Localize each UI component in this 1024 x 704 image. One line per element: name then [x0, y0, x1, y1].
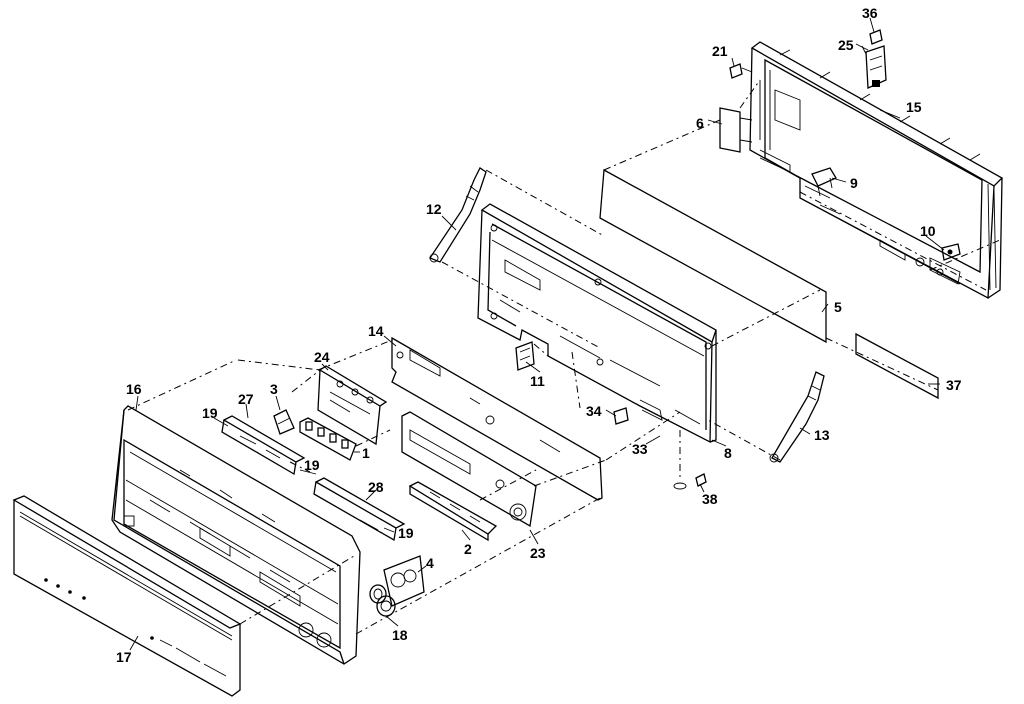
assembly-lines: [127, 79, 1001, 635]
callout-2: 2: [464, 541, 472, 557]
part-34: [613, 407, 629, 425]
part-3: [273, 409, 295, 435]
callout-27: 27: [238, 391, 254, 407]
part-16-front-bezel: [111, 405, 361, 665]
part-15-rear-frame: [749, 41, 1004, 300]
callout-10: 10: [920, 223, 936, 239]
part-1-switch-board: [299, 417, 357, 461]
callout-8: 8: [724, 445, 732, 461]
callout-14: 14: [368, 323, 384, 339]
callout-21: 21: [712, 43, 728, 59]
callout-18: 18: [392, 627, 408, 643]
part-4-18-knobs: [369, 555, 425, 617]
part-21: [729, 63, 753, 79]
part-25-36-bracket: [861, 29, 887, 89]
callout-5: 5: [834, 299, 842, 315]
callout-34: 34: [586, 403, 602, 419]
part-14-board: [391, 336, 603, 501]
callout-24: 24: [314, 349, 330, 365]
part-6-sheet: [719, 107, 753, 153]
callout-37: 37: [946, 377, 962, 393]
part-11: [515, 341, 535, 371]
part-5-window: [599, 168, 827, 344]
part-24-board: [317, 365, 388, 446]
part-38-screw: [673, 473, 707, 490]
part-10: [941, 243, 961, 261]
part-23-board: [401, 411, 537, 528]
part-37-sheet: [855, 332, 939, 400]
callout-17: 17: [116, 649, 132, 665]
callout-25: 25: [838, 37, 854, 53]
callout-11: 11: [530, 373, 545, 389]
part-27-board: [221, 415, 306, 476]
callout-12: 12: [426, 201, 442, 217]
callout-15: 15: [906, 99, 922, 115]
part-9: [811, 167, 837, 197]
callout-4: 4: [426, 555, 434, 571]
callout-labels: 36 25 21 15 6 9 12 10 5 14 24 11 37 16 3…: [116, 5, 962, 665]
callout-19a: 19: [202, 405, 218, 421]
callout-28: 28: [368, 479, 384, 495]
callout-33: 33: [632, 441, 648, 457]
part-12-handle: [429, 167, 487, 263]
leader-lines: [129, 17, 945, 651]
callout-36: 36: [862, 5, 878, 21]
callout-13: 13: [814, 427, 830, 443]
callout-6: 6: [696, 115, 704, 131]
part-28-board: [313, 477, 406, 542]
callout-23: 23: [530, 545, 546, 561]
callout-19b: 19: [304, 457, 320, 473]
callout-38: 38: [702, 491, 718, 507]
part-13-handle: [769, 371, 825, 463]
callout-3: 3: [270, 381, 278, 397]
part-chassis-front-frame: [477, 203, 717, 444]
callout-9: 9: [850, 175, 858, 191]
callout-16: 16: [126, 381, 142, 397]
part-2-connector-strip: [408, 481, 498, 542]
callout-19c: 19: [398, 525, 414, 541]
callout-1: 1: [362, 445, 370, 461]
